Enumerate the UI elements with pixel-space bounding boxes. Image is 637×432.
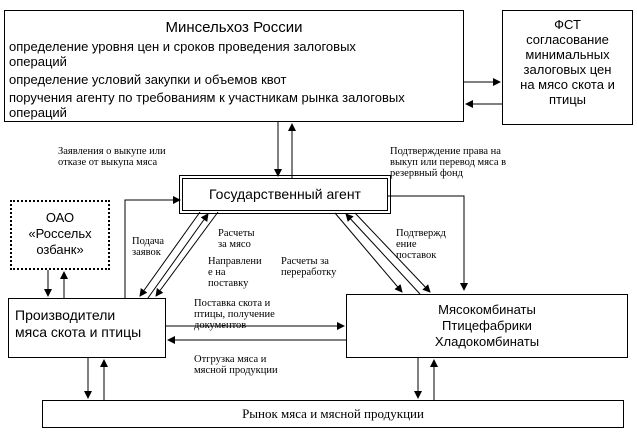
label-payments-meat: Расчеты за мясо [218, 228, 255, 250]
ministry-item-1: определение уровня цен и сроков проведен… [9, 39, 356, 69]
arrow-agent-to-producers-2 [155, 211, 219, 297]
ministry-item-3: поручения агенту по требованиям к участн… [9, 90, 405, 120]
arrow-producers-to-agent-1 [147, 213, 209, 299]
arrow-producers-to-agent [124, 196, 181, 298]
producers-box: Производители мяса скота и птицы [8, 298, 166, 358]
arrow-agent-to-plants-2 [354, 212, 431, 293]
label-confirm-supply: Подтвержд ение поставок [396, 228, 446, 261]
oao-rosselkhozbank-box: ОАО «Россельх озбанк» [10, 200, 110, 270]
arrow-agent-to-producers-1 [139, 211, 201, 297]
state-agent-box: Государственный агент [179, 175, 391, 214]
arrow-agent-to-plants-1 [334, 212, 403, 293]
ministry-title: Минсельхоз России [165, 19, 303, 36]
label-shipment-meat: Отгрузка мяса и мясной продукции [194, 354, 278, 376]
label-confirm-right: Подтверждение права на выкуп или перевод… [390, 146, 507, 179]
market-box: Рынок мяса и мясной продукции [42, 400, 624, 428]
label-supply-livestock: Поставка скота и птицы, получение докуме… [194, 298, 275, 331]
label-direction-supply: Направлени е на поставку [208, 256, 262, 289]
arrow-right-path [388, 195, 468, 291]
label-submit-requests: Подача заявок [132, 236, 165, 258]
plants-box: Мясокомбинаты Птицефабрики Хладокомбинат… [346, 294, 628, 358]
fst-box: ФСТ согласование минимальных залоговых ц… [502, 10, 633, 125]
ministry-item-2: определение условий закупки и объемов кв… [9, 72, 287, 87]
arrow-plants-to-agent-1 [345, 213, 421, 295]
label-applications: Заявления о выкупе или отказе от выкупа … [58, 146, 166, 168]
ministry-box: Минсельхоз России определение уровня цен… [4, 10, 464, 122]
label-payments-processing: Расчеты за переработку [281, 256, 337, 278]
